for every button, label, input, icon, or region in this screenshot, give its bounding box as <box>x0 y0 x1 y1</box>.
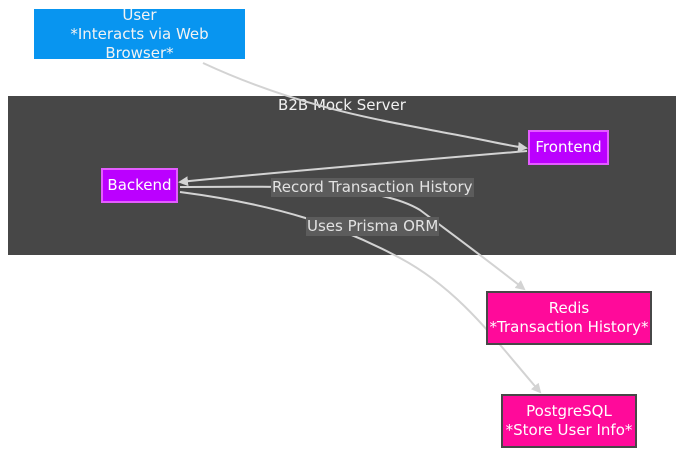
edge-frontend-backend <box>178 150 528 187</box>
edge-label-record-transaction: Record Transaction History <box>271 178 474 197</box>
user-title: User <box>122 5 157 24</box>
edge-user-frontend <box>202 62 528 152</box>
redis-subtitle: *Transaction History* <box>489 318 649 336</box>
backend-label: Backend <box>107 176 172 194</box>
edge-label-prisma-orm: Uses Prisma ORM <box>306 217 440 236</box>
cluster-title: B2B Mock Server <box>278 96 406 114</box>
backend-node[interactable]: Backend <box>101 168 178 203</box>
postgresql-title: PostgreSQL <box>526 402 612 420</box>
postgresql-node[interactable]: PostgreSQL *Store User Info* <box>501 394 637 448</box>
redis-node[interactable]: Redis *Transaction History* <box>486 291 652 345</box>
user-subtitle: *Interacts via Web Browser* <box>70 24 209 62</box>
user-node[interactable]: User *Interacts via Web Browser* <box>34 5 245 62</box>
postgresql-subtitle: *Store User Info* <box>505 421 633 439</box>
redis-title: Redis <box>548 299 590 317</box>
frontend-node[interactable]: Frontend <box>528 130 609 165</box>
frontend-label: Frontend <box>535 138 602 156</box>
edge-backend-redis <box>179 185 526 291</box>
